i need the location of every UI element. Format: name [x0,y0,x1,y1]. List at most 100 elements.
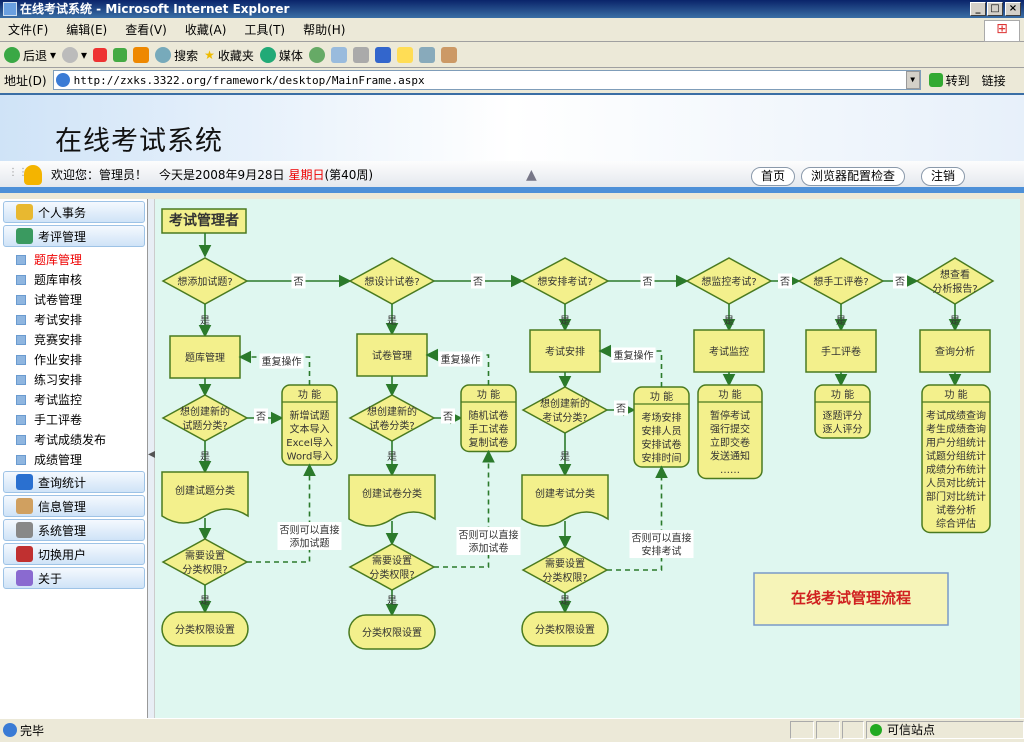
address-input[interactable]: http://zxks.3322.org/framework/desktop/M… [52,70,921,90]
label-bg [438,351,483,367]
label-bg [629,530,694,558]
function-item: 试卷分析 [936,504,976,517]
sidebar-label: 题库管理 [34,252,83,267]
sidebar-item[interactable]: 竞赛安排 [0,329,147,349]
refresh-icon[interactable] [113,48,128,62]
process-5-label: 查询分析 [935,345,975,358]
browser-check-link[interactable]: 浏览器配置检查 [801,167,906,186]
permission-setting-end [161,611,249,647]
address-dropdown[interactable]: ▼ [905,71,920,89]
section-bottom-3-icon [16,546,33,562]
function-item: 试题分组统计 [926,450,986,463]
back-arrow-icon [4,47,20,63]
menu-edit[interactable]: 编辑(E) [66,23,108,37]
process-3 [693,329,765,373]
back-button[interactable]: 后退 ▾ [4,47,56,64]
search-label: 搜索 [174,48,199,63]
function-item: 新增试题 [290,409,330,422]
close-button[interactable]: × [1005,2,1021,16]
favorites-button[interactable]: ★收藏夹 [204,47,254,64]
yes-label: 是 [387,315,397,327]
sidebar-item[interactable]: 手工评卷 [0,409,147,429]
sidebar-section-bottom-3[interactable]: 切换用户 [3,543,145,565]
sidebar-section-bottom-0[interactable]: 查询统计 [3,471,145,493]
permission-setting-end-label: 分类权限设置 [175,623,235,636]
messenger-icon[interactable] [418,47,435,63]
menu-file[interactable]: 文件(F) [8,23,49,37]
status-bar: 完毕 可信站点 [0,718,1024,742]
sidebar-item[interactable]: 题库审核 [0,269,147,289]
function-item: 考试成绩查询 [926,409,986,422]
label-bg [456,527,521,555]
menu-favorites[interactable]: 收藏(A) [184,23,227,37]
minimize-button[interactable]: _ [970,2,986,16]
no-label: 否 [616,403,626,415]
sidebar-item[interactable]: 练习安排 [0,369,147,389]
site-banner: 在线考试系统 [0,93,1024,161]
label-bg [778,273,792,289]
process-3-label: 考试监控 [709,345,749,358]
edit-icon[interactable] [374,47,391,63]
media-icon [259,47,276,63]
permission-setting-end-label: 分类权限设置 [535,623,595,636]
function-box-3 [697,384,763,480]
permission-decision-label: 分类权限? [542,571,587,584]
sidebar-label: 关于 [38,571,63,586]
sidebar-item[interactable]: 考试成绩发布 [0,429,147,449]
decision-2-label: 想安排考试? [537,275,592,288]
home-link[interactable]: 首页 [751,167,796,186]
label-bg [640,273,655,289]
menu-view[interactable]: 查看(V) [125,23,167,37]
media-label: 媒体 [278,48,303,63]
logout-link[interactable]: 注销 [921,167,966,186]
sidebar-section-bottom-1[interactable]: 信息管理 [3,495,145,517]
sidebar-item[interactable]: 考试安排 [0,309,147,329]
user-icon [24,165,42,185]
no-label: 否 [643,276,653,288]
process-1 [356,333,428,377]
search-button[interactable]: 搜索 [155,47,198,64]
sidebar-item[interactable]: 试卷管理 [0,289,147,309]
menu-help[interactable]: 帮助(H) [303,23,346,37]
discuss-icon[interactable] [396,47,413,63]
function-box-4 [814,384,871,439]
decision-4-label: 想手工评卷? [813,275,868,288]
forward-button[interactable]: ▾ [62,47,87,63]
permission-decision-label: 需要设置 [545,558,585,570]
check-icon [870,724,882,736]
links-button[interactable]: 链接 [981,73,1006,88]
collapse-header-icon[interactable]: ▲ [526,167,537,183]
history-icon[interactable] [308,47,325,63]
sidebar-section-0[interactable]: 个人事务 [3,201,145,223]
direct-label: 安排考试 [642,545,682,558]
yes-label: 是 [200,315,210,327]
sidebar-toggle[interactable]: ◀ [148,199,156,718]
sidebar-section-bottom-4[interactable]: 关于 [3,567,145,589]
home-icon[interactable] [133,47,150,63]
function-item: 文本导入 [290,423,330,436]
sidebar-item[interactable]: 题库管理 [0,249,147,269]
sidebar-item[interactable]: 考试监控 [0,389,147,409]
research-icon[interactable] [440,47,457,63]
mail-icon[interactable] [330,47,347,63]
label-bg [471,273,485,289]
function-item: 暂停考试 [710,409,750,422]
go-button[interactable]: 转到 [928,72,970,89]
flowchart-area: 考试管理者想添加试题?否是题库管理想设计试卷?否是试卷管理想安排考试?否是考试安… [155,199,1020,718]
sidebar-label: 个人事务 [38,205,87,220]
sidebar-section-bottom-2[interactable]: 系统管理 [3,519,145,541]
sidebar-section-1[interactable]: 考评管理 [3,225,145,247]
menu-tools[interactable]: 工具(T) [244,23,286,37]
sidebar-label: 成绩管理 [34,452,83,467]
maximize-button[interactable]: □ [987,2,1003,16]
media-button[interactable]: 媒体 [259,47,303,64]
start-box [161,208,247,234]
sidebar-item[interactable]: 成绩管理 [0,449,147,469]
sidebar-label: 考试监控 [34,392,83,407]
sidebar-label: 考试成绩发布 [34,432,107,447]
label-bg [277,522,342,550]
sidebar-item[interactable]: 作业安排 [0,349,147,369]
print-icon[interactable] [352,47,369,63]
section-bottom-4-icon [16,570,33,586]
stop-icon[interactable] [93,48,108,62]
